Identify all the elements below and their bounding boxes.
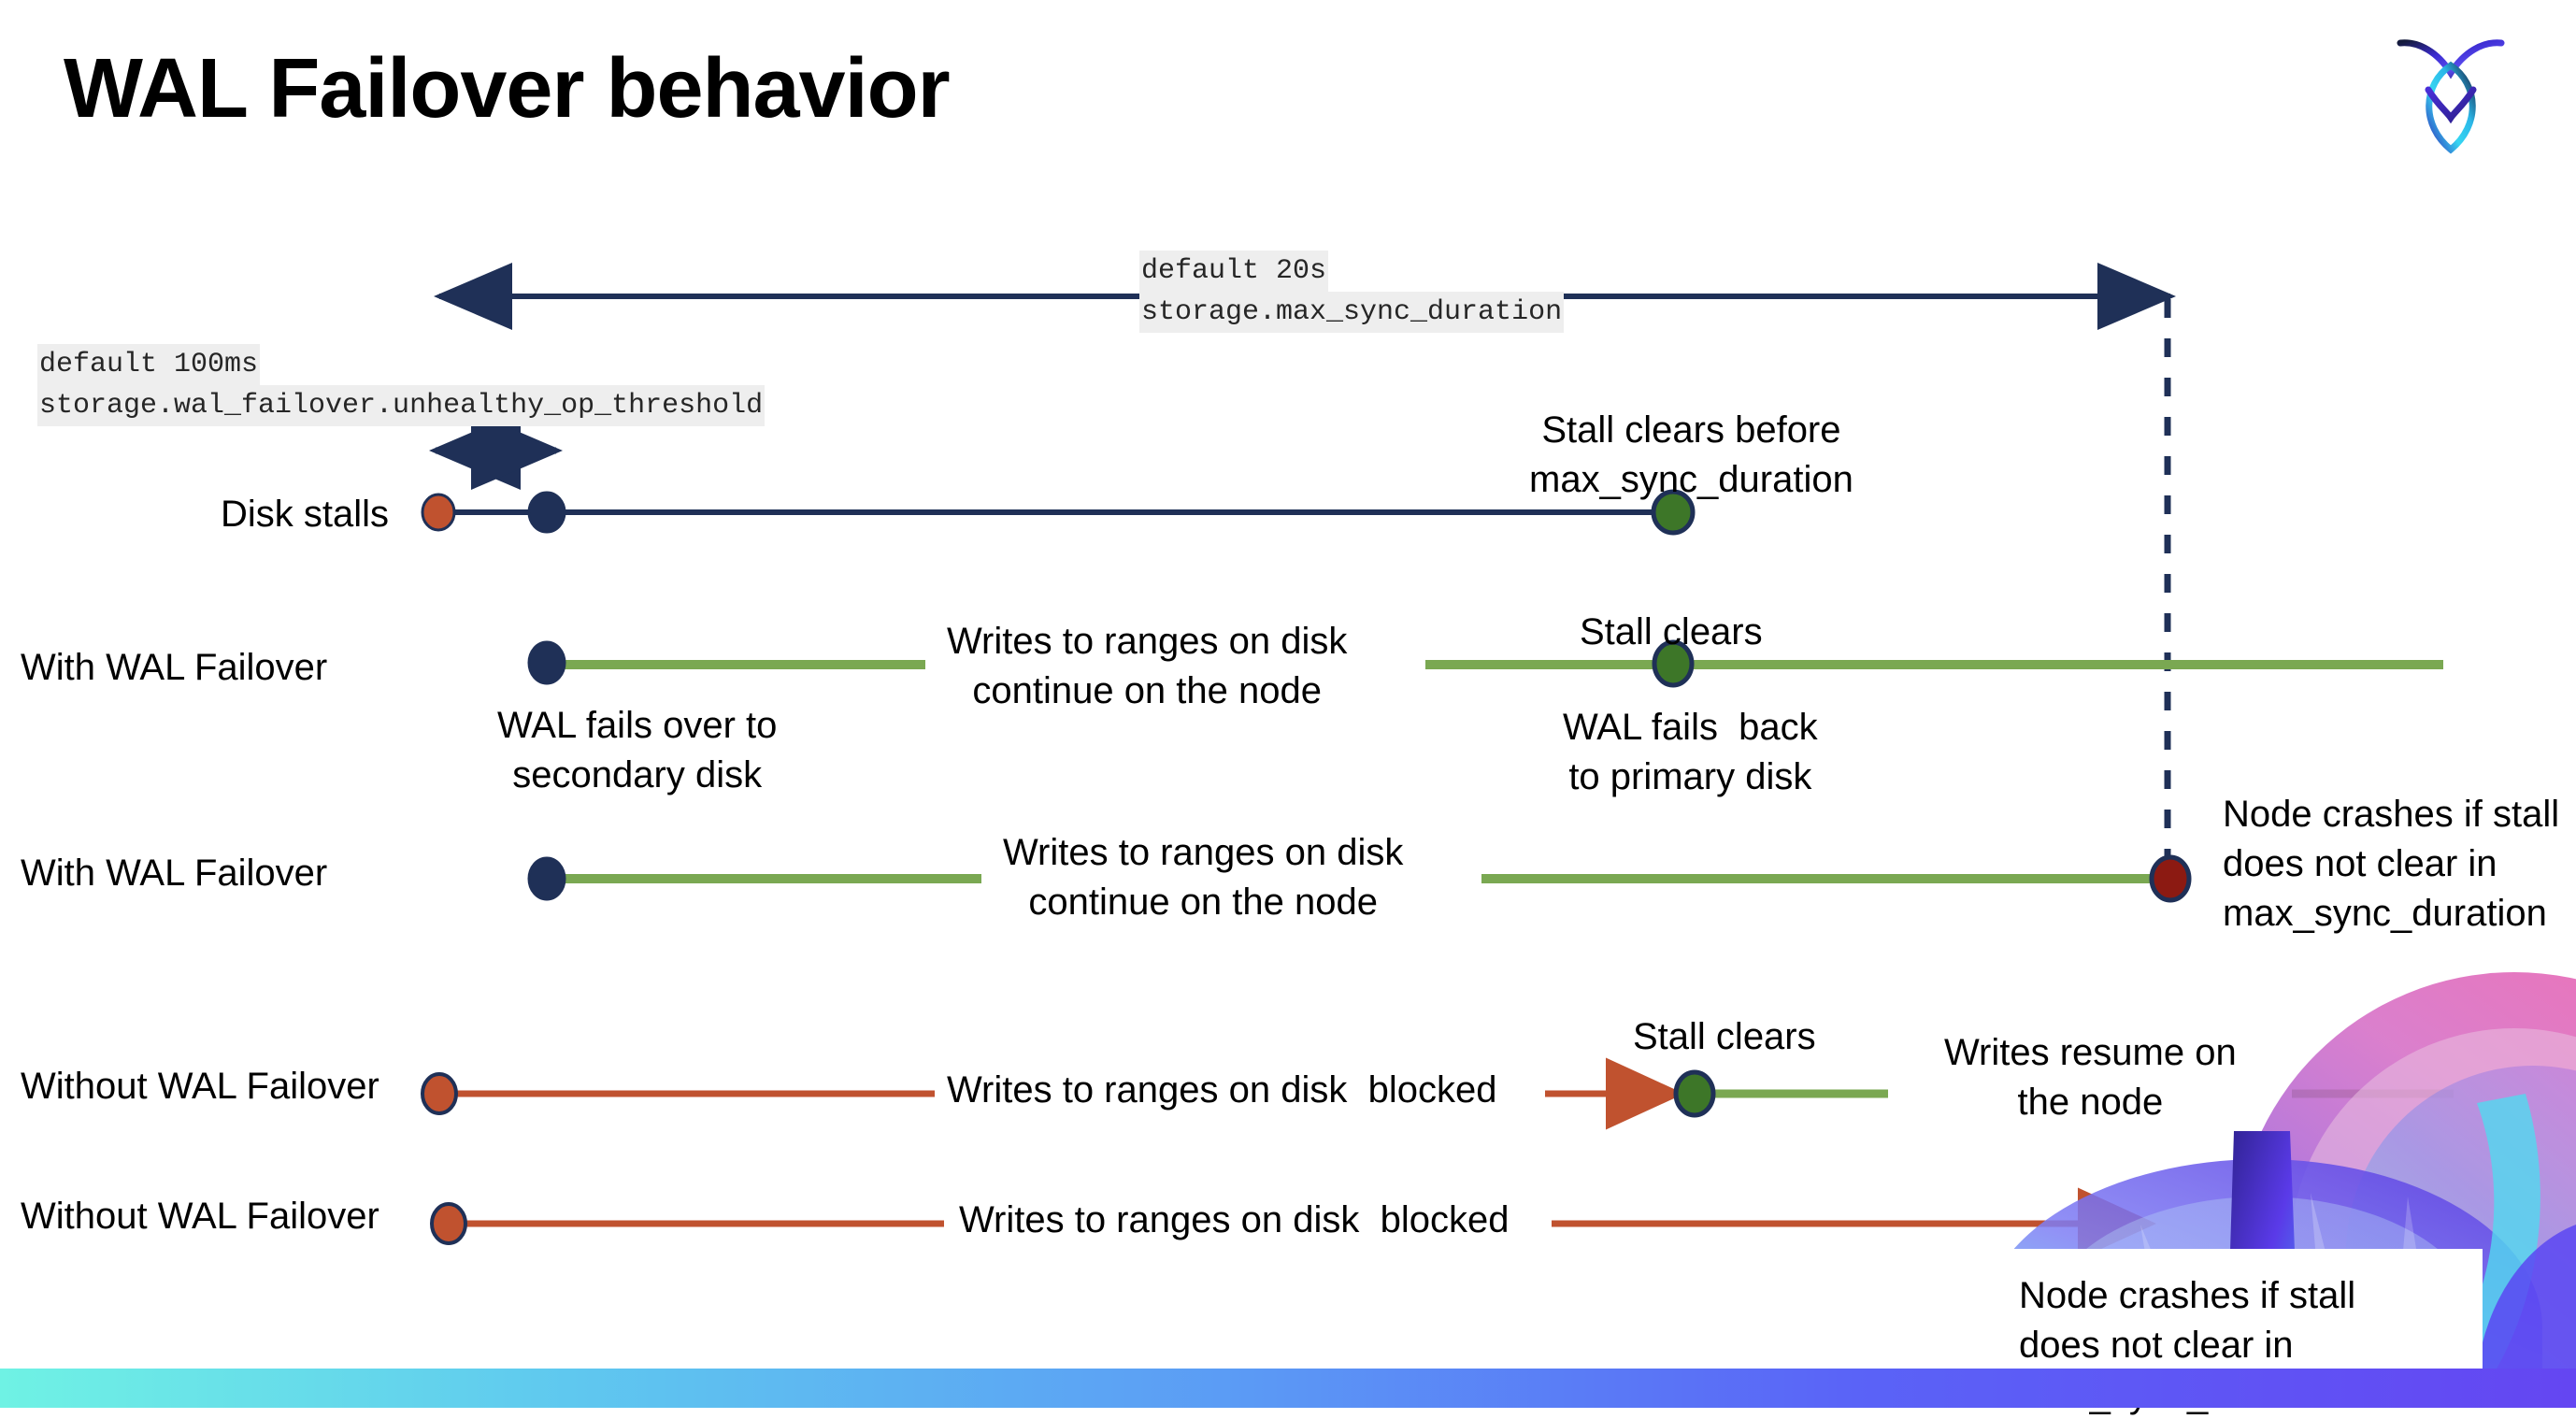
annotation-node-crashes-1: Node crashes if stall does not clear in …	[2223, 794, 2560, 934]
row-label-without-wal-failover-2: Without WAL Failover	[21, 1196, 379, 1237]
annotation-writes-blocked-2: Writes to ranges on disk blocked	[959, 1199, 1510, 1240]
unhealthy-op-threshold-setting-chip: storage.wal_failover.unhealthy_op_thresh…	[37, 385, 766, 426]
row-label-disk-stalls: Disk stalls	[221, 494, 390, 535]
bottom-gradient-bar	[0, 1369, 2576, 1408]
cockroachdb-logo-icon	[2395, 28, 2507, 159]
annotation-stall-clears-2: Stall clears	[1633, 1016, 1816, 1057]
disk-stalls-row-track	[421, 489, 1696, 536]
annotation-writes-resume-on-the-node: Writes resume on the node	[1944, 1032, 2237, 1123]
annotation-writes-continue-1: Writes to ranges on disk continue on the…	[947, 621, 1348, 711]
annotation-stall-clears-before-max-sync-duration: Stall clears before max_sync_duration	[1529, 409, 1853, 500]
unhealthy-op-threshold-default-chip: default 100ms	[37, 344, 261, 385]
max-sync-duration-default-chip: default 20s	[1139, 251, 1329, 292]
row-label-with-wal-failover-2: With WAL Failover	[21, 853, 328, 894]
annotation-wal-fails-over-to-secondary-disk: WAL fails over to secondary disk	[497, 705, 778, 796]
with-failover-1-row-track	[527, 639, 2443, 688]
annotation-wal-fails-back-to-primary-disk: WAL fails back to primary disk	[1563, 707, 1818, 797]
annotation-stall-clears-1: Stall clears	[1580, 611, 1763, 652]
row-label-with-wal-failover-1: With WAL Failover	[21, 647, 328, 688]
max-sync-duration-setting-chip: storage.max_sync_duration	[1139, 292, 1565, 333]
page-title: WAL Failover behavior	[64, 42, 951, 136]
annotation-writes-continue-2: Writes to ranges on disk continue on the…	[1003, 832, 1404, 923]
row-label-without-wal-failover-1: Without WAL Failover	[21, 1066, 379, 1107]
annotation-writes-blocked-1: Writes to ranges on disk blocked	[947, 1069, 1497, 1111]
